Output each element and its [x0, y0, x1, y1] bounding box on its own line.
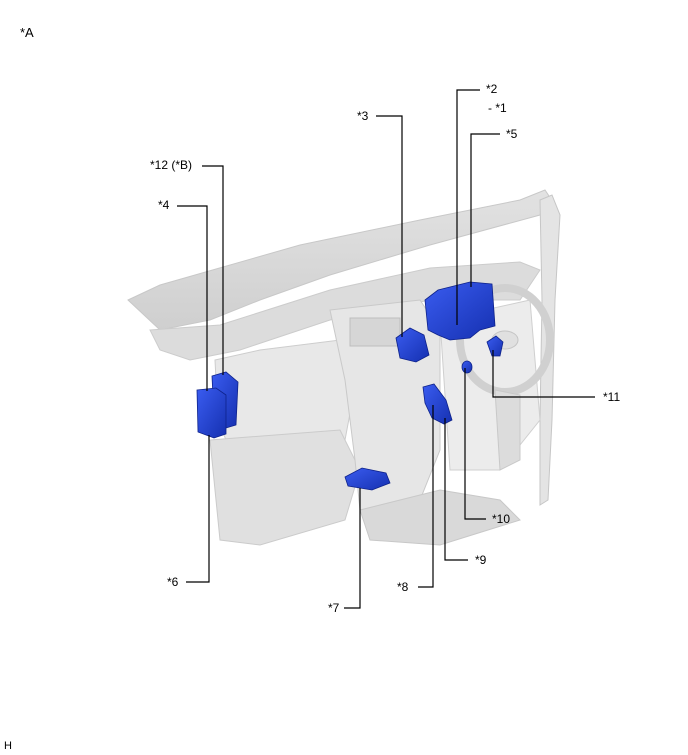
component-11	[486, 335, 504, 357]
callout-2: *2	[486, 82, 498, 96]
callout-8: *8	[397, 580, 409, 594]
callout-5: *5	[506, 127, 518, 141]
leader-lines	[177, 89, 595, 609]
component-8-9	[422, 383, 453, 425]
callout-7: *7	[328, 601, 340, 615]
component-10	[461, 360, 473, 374]
callout-6: *6	[167, 575, 179, 589]
component-7	[344, 467, 391, 491]
callout-1: - *1	[488, 101, 507, 115]
view-label: *A	[20, 25, 34, 40]
callout-12: *12 (*B)	[150, 158, 193, 172]
component-4	[196, 387, 227, 439]
component-5-2-1	[424, 281, 496, 341]
callout-11: *11	[603, 390, 621, 404]
figure-code: H	[4, 740, 12, 752]
callout-9: *9	[475, 553, 487, 567]
callout-4: *4	[158, 198, 170, 212]
component-3	[395, 327, 430, 363]
callout-10: *10	[492, 512, 511, 526]
callout-3: *3	[357, 109, 369, 123]
